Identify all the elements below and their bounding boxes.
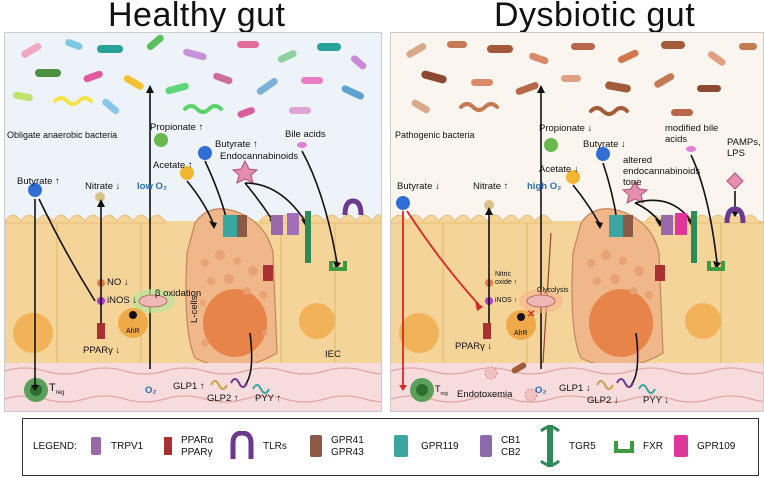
o2-label: O₂ [535,385,547,396]
fxr-receptor [329,261,347,271]
butyrate-top-label: Butyrate ↓ [583,139,626,150]
legend-tgr5: TGR5 [569,441,596,452]
ahr-nucleus [506,310,536,340]
tgr5-receptor [305,211,311,263]
iec-nucleus [299,303,335,339]
gpr119-receptor [223,215,237,237]
low-o2-label: low O₂ [137,181,168,192]
ppar-receptor [97,323,105,339]
mitochondrion [526,294,556,308]
bile-acids-label: Bile acids [285,129,326,140]
nitrate-dot [95,192,105,202]
pyy-label: PYY ↓ [643,395,670,406]
butyrate-top-label: Butyrate ↑ [215,139,258,150]
glp2-label: GLP2 ↓ [587,395,619,406]
butyrate-left-label: Butyrate ↑ [17,176,60,187]
pyy-label: PYY ↑ [255,393,282,404]
propionate-label: Propionate ↓ [539,123,593,134]
bacteria-label: Obligate anaerobic bacteria [7,130,118,140]
propionate-dot [154,133,168,147]
lamina-propria [5,363,381,411]
pamps-diamond [726,172,744,190]
acetate-dot [180,166,194,180]
healthy-gut-panel: Obligate anaerobic bacteria Propionate ↑… [4,32,382,412]
l-cells-label: L-cells [189,295,200,323]
butyrate-dot [198,146,212,160]
ppar-label: PPARγ ↓ [83,345,121,356]
tlr-receptor [342,198,364,216]
ahr-label: AhR [514,330,528,337]
pathogenic-bacteria-label: Pathogenic bacteria [395,130,475,140]
glycolysis-label: Glycolysis [537,287,569,294]
glp2-label: GLP2 ↑ [207,393,239,404]
dysbiotic-gut-illustration: ✕ [391,41,763,411]
l-cell-nucleus [203,289,267,357]
cb-icon [480,435,492,457]
acetate-label: Acetate ↓ [539,164,579,175]
dysbiotic-gut-title: Dysbiotic gut [494,0,696,34]
cb1-receptor [287,213,299,235]
nitrate-label: Nitrate ↓ [85,181,121,192]
ppar-receptor-2 [263,265,273,281]
pathogenic-bacteria-icons [406,41,757,116]
endocannabinoid-star [231,159,259,184]
glp1-label: GLP1 ↑ [173,381,205,392]
lamina-propria [391,363,763,411]
gpr41-icon [310,435,322,457]
ppar-label: PPARγ ↓ [455,341,493,352]
svg-text:✕: ✕ [527,309,535,320]
legend-gpr109: GPR109 [697,441,736,452]
beta-oxidation-label: β oxidation [155,288,202,299]
gpr119-icon [394,435,408,457]
inos-label: iNOS ↑ [495,297,518,304]
iec-nucleus [13,313,53,353]
iec-label: IEC [325,349,341,360]
mitochondrion [138,294,168,308]
legend-fxr: FXR [643,441,663,452]
gpr41-receptor [237,215,247,237]
o2-label: O₂ [145,385,157,396]
no-label: NO ↓ [107,277,129,288]
acetate-label: Acetate ↑ [153,160,193,171]
endocannabinoids-label: Endocannabinoids [220,151,299,162]
legend-trpv1: TRPV1 [111,441,144,452]
tgr5-icon [540,425,560,467]
ahr-label: AhR [126,328,140,335]
bile-acid-dot [297,142,307,148]
healthy-gut-title: Healthy gut [108,0,286,34]
gpr109-icon [674,435,688,457]
trpv1-icon [91,437,101,455]
butyrate-left-label: Butyrate ↓ [397,181,440,192]
anaerobic-bacteria-icons [13,34,367,118]
endotoxemia-label: Endotoxemia [457,389,513,400]
fxr-icon [614,441,634,453]
legend-title: LEGEND: [33,441,77,452]
high-o2-label: high O₂ [527,181,562,192]
legend-gpr119: GPR119 [421,441,459,452]
nitric-oxide-label: Nitric oxide ↑ [495,271,518,286]
glp1-label: GLP1 ↓ [559,383,591,394]
endocannabinoids-label: altered endocannabinoids tone [623,155,701,188]
treg-label: Treg [435,384,448,397]
trpv1-receptor [271,215,283,235]
legend-tlrs: TLRs [263,441,287,452]
inos-label: iNOS ↓ [107,295,138,306]
propionate-label: Propionate ↑ [150,122,204,133]
dysbiotic-gut-panel: ✕ Pathogenic bacteria Propionate ↓ Butyr… [390,32,764,412]
healthy-gut-illustration [5,34,381,411]
modified-bile-label: modified bile acids [665,123,719,145]
tlr-icon [230,431,254,459]
butyrate-left-dot [28,183,42,197]
ppar-icon [164,437,172,455]
treg-label: Treg [49,382,65,397]
pamps-label: PAMPs, LPS [727,137,761,159]
nitrate-label: Nitrate ↑ [473,181,509,192]
ahr-nucleus [118,308,148,338]
